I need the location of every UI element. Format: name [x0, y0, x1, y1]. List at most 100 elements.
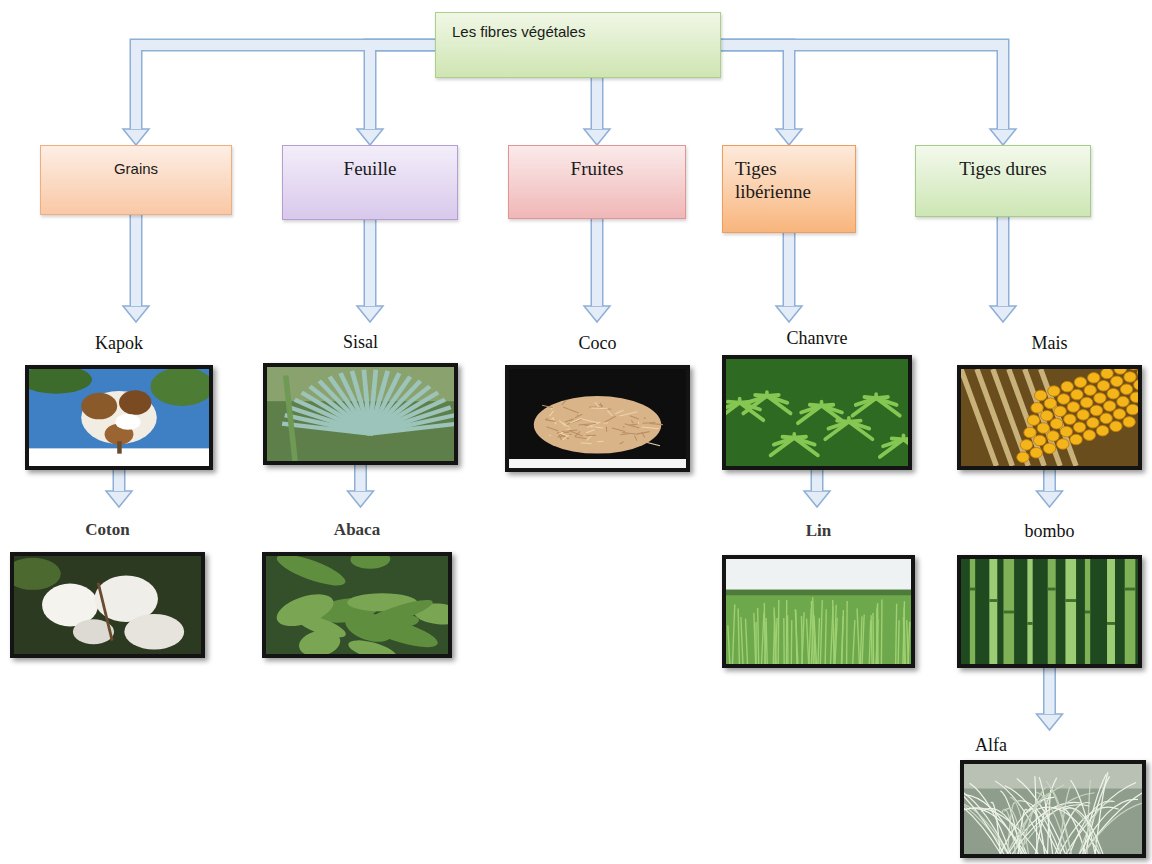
block-arrow-body — [592, 219, 602, 306]
fibre-photo: Coco — [505, 322, 690, 472]
block-arrow-outline — [113, 470, 126, 491]
category-box: Tiges dures — [915, 145, 1091, 217]
block-arrow-outline — [591, 78, 604, 129]
block-arrow-body — [998, 217, 1008, 306]
arrow-head — [776, 306, 802, 322]
block-arrow-outline — [721, 45, 1003, 129]
block-arrow-body — [370, 45, 435, 129]
category-box: Tiges libérienne — [722, 145, 856, 233]
photo-frame — [957, 555, 1142, 668]
arrow-head — [106, 491, 132, 507]
arrow-head — [990, 306, 1016, 322]
photo-illustration — [726, 359, 908, 466]
arrow-head — [1037, 714, 1063, 730]
arrow-head — [584, 306, 610, 322]
category-box: Grains — [40, 145, 232, 215]
connector-outlines — [119, 45, 1050, 714]
block-arrow-body — [131, 215, 141, 306]
connector-fills — [119, 45, 1050, 714]
block-arrow-head — [584, 306, 610, 322]
fibre-name: Mais — [957, 322, 1142, 365]
fibre-photo: Coton — [10, 507, 205, 658]
photo-illustration — [961, 559, 1138, 664]
photo-frame — [505, 365, 690, 472]
photo-illustration — [266, 556, 448, 654]
block-arrow-outline — [783, 233, 796, 306]
fibre-photo: Mais — [957, 322, 1142, 470]
photo-frame — [722, 555, 915, 668]
fibre-name: Abaca — [262, 507, 452, 552]
block-arrow-body — [1045, 470, 1055, 491]
block-arrow-outline — [997, 217, 1010, 306]
photo-illustration — [509, 369, 686, 468]
fibre-name: Kapok — [25, 322, 213, 365]
photo-illustration — [726, 559, 911, 664]
box-label: Grains — [49, 160, 223, 178]
block-arrow-head — [776, 129, 802, 145]
block-arrow-head — [123, 306, 149, 322]
arrow-head — [123, 129, 149, 145]
block-arrow-body — [592, 78, 602, 129]
photo-frame — [262, 552, 452, 658]
block-arrow-outline — [364, 220, 377, 306]
block-arrow-body — [114, 470, 124, 491]
box-label: Les fibres végétales — [452, 23, 704, 41]
block-arrow-outline — [354, 465, 367, 491]
block-arrow-head — [357, 129, 383, 145]
block-arrow-outline — [136, 45, 435, 129]
block-arrow-outline — [1043, 668, 1056, 714]
block-arrow-body — [812, 470, 822, 491]
block-arrow-head — [106, 491, 132, 507]
fibre-photo: Chanvre — [722, 322, 912, 470]
root-box: Les fibres végétales — [435, 12, 721, 78]
fibre-name: Coco — [505, 322, 690, 365]
box-label: Fruites — [517, 158, 677, 181]
photo-frame — [10, 552, 205, 658]
fibre-name: Alfa — [960, 730, 1146, 760]
block-arrow-head — [1037, 491, 1063, 507]
box-label: Feuille — [291, 158, 449, 181]
fibre-photo: Lin — [722, 507, 915, 668]
arrow-head — [804, 491, 830, 507]
block-arrow-head — [776, 306, 802, 322]
arrow-head — [357, 306, 383, 322]
block-arrow-outline — [721, 45, 789, 129]
arrow-head — [990, 129, 1016, 145]
arrow-head — [348, 491, 374, 507]
arrow-head — [776, 129, 802, 145]
fibre-photo: bombo — [957, 507, 1142, 668]
fibre-name: bombo — [957, 507, 1142, 555]
category-box: Feuille — [282, 145, 458, 220]
block-arrow-outline — [811, 470, 824, 491]
connector-heads — [106, 129, 1063, 730]
photo-frame — [960, 760, 1146, 858]
box-label: Tiges libérienne — [735, 158, 847, 204]
arrow-head — [357, 129, 383, 145]
photo-frame — [263, 363, 458, 465]
block-arrow-outline — [591, 219, 604, 306]
fibre-photo: Abaca — [262, 507, 452, 658]
block-arrow-body — [784, 233, 794, 306]
photo-frame — [722, 355, 912, 470]
category-box: Fruites — [508, 145, 686, 219]
fibre-photo: Sisal — [263, 322, 458, 465]
block-arrow-head — [804, 491, 830, 507]
photo-illustration — [29, 369, 209, 466]
fibre-name: Sisal — [263, 322, 458, 363]
photo-frame — [25, 365, 213, 470]
fibre-name: Chanvre — [722, 322, 912, 355]
block-arrow-head — [990, 306, 1016, 322]
block-arrow-body — [1045, 668, 1055, 714]
photo-illustration — [14, 556, 201, 654]
box-label: Tiges dures — [924, 158, 1082, 181]
block-arrow-head — [357, 306, 383, 322]
block-arrow-body — [721, 45, 1003, 129]
photo-illustration — [961, 369, 1138, 466]
block-arrow-outline — [1043, 470, 1056, 491]
fibre-photo: Alfa — [960, 730, 1146, 858]
block-arrow-body — [136, 45, 435, 129]
photo-illustration — [267, 367, 454, 461]
block-arrow-outline — [370, 45, 435, 129]
block-arrow-body — [365, 220, 375, 306]
